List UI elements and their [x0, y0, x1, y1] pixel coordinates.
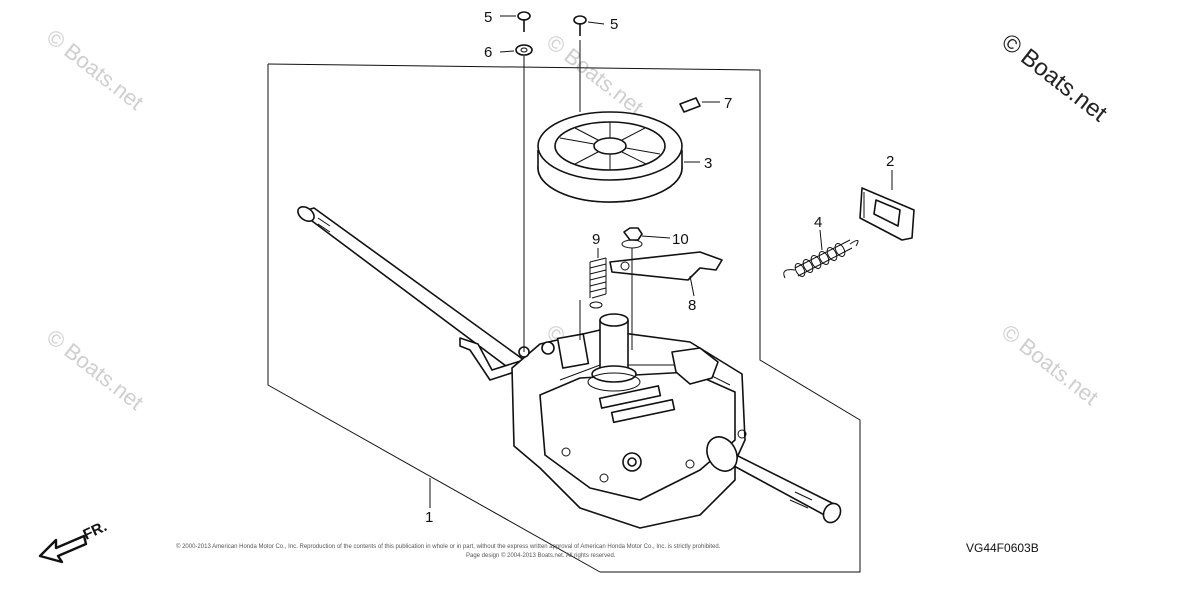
washer	[515, 44, 533, 56]
front-direction-arrow: FR.	[38, 518, 110, 564]
direction-label: FR.	[81, 518, 110, 544]
shift-plate	[609, 251, 723, 281]
axle-shaft-left	[297, 206, 536, 379]
callout-1: 1	[425, 509, 433, 526]
callout-5b: 5	[610, 16, 618, 33]
screw-right	[573, 15, 587, 36]
input-shaft	[587, 313, 641, 392]
callout-6: 6	[484, 44, 492, 61]
watermark-top-center: © Boats.net	[542, 29, 648, 120]
copyright-line-2: Page design © 2004-2013 Boats.net. All r…	[466, 552, 616, 559]
small-spring	[589, 257, 607, 309]
watermark-mid-right: © Boats.net	[997, 319, 1103, 410]
callout-numbers: 5 5 6 7 3 2 4 9 10 8 1	[425, 9, 894, 526]
callout-2: 2	[886, 153, 894, 170]
callout-3: 3	[704, 155, 712, 172]
axle-shaft-right	[721, 447, 842, 524]
transmission-case	[511, 329, 747, 529]
diagram-reference: VG44F0603B	[966, 541, 1039, 555]
key-pin	[679, 97, 701, 113]
callout-4: 4	[814, 214, 822, 231]
watermark-top-right: © Boats.net	[996, 28, 1112, 127]
watermark-top-left: © Boats.net	[42, 24, 148, 115]
arrow-icon	[38, 534, 88, 564]
cable-bracket	[859, 187, 915, 241]
callout-9: 9	[592, 231, 600, 248]
flange-nut	[621, 227, 643, 249]
callout-7: 7	[724, 95, 732, 112]
tension-spring	[783, 239, 859, 279]
callout-8: 8	[688, 297, 696, 314]
callout-5a: 5	[484, 9, 492, 26]
assembly-frame	[267, 63, 861, 573]
callout-leaders	[429, 15, 893, 508]
copyright-line-1: © 2000-2013 American Honda Motor Co., In…	[176, 543, 721, 550]
watermark-mid-left: © Boats.net	[42, 324, 148, 415]
drive-pulley	[537, 111, 683, 203]
callout-10: 10	[672, 231, 689, 248]
screw-left	[517, 11, 531, 32]
